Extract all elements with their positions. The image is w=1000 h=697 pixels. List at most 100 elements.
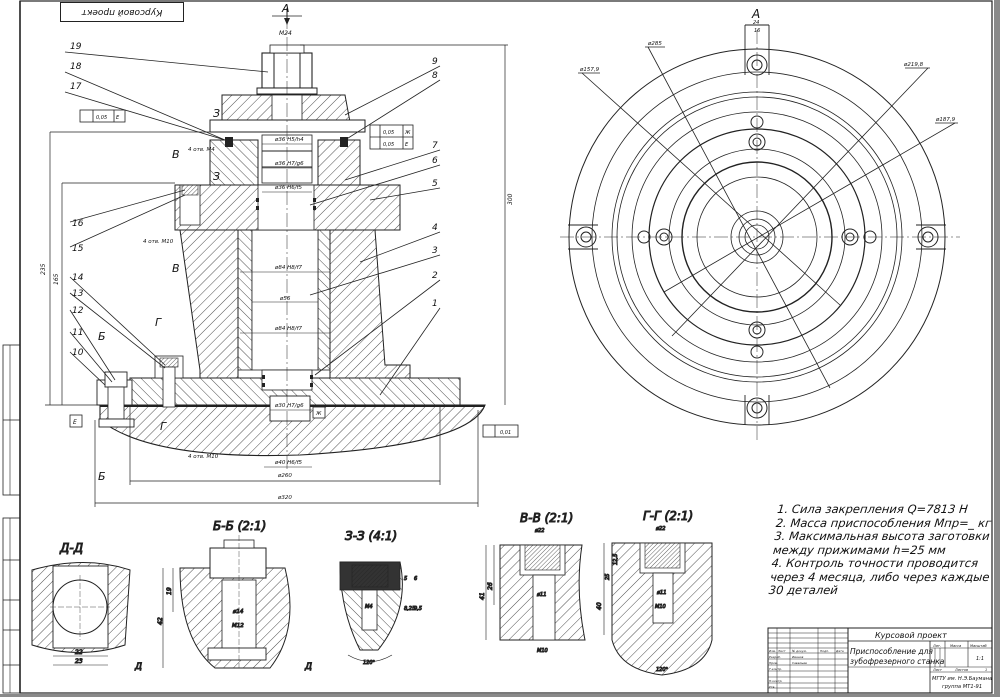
mirrored-stamp: Курсовой проект (60, 2, 184, 22)
top-view-labels: А 24 16 ø157,9 ø285 ø219,8 ø187,9 (579, 7, 956, 123)
svg-text:18: 18 (70, 62, 82, 72)
svg-text:М10: М10 (537, 648, 548, 654)
svg-text:В: В (172, 262, 180, 275)
svg-text:Утв.: Утв. (769, 685, 775, 689)
svg-text:Лист: Лист (777, 649, 786, 653)
svg-text:6: 6 (414, 576, 417, 582)
note-4-cont: через 4 месяца, либо через каждые (769, 569, 991, 584)
svg-text:0,05: 0,05 (383, 142, 394, 148)
svg-text:24: 24 (753, 20, 759, 26)
svg-text:10: 10 (72, 348, 84, 358)
svg-text:5: 5 (432, 179, 438, 189)
svg-text:Лит.: Лит. (932, 644, 941, 648)
svg-text:12,5: 12,5 (613, 554, 619, 565)
svg-text:15: 15 (72, 244, 84, 254)
svg-text:ø36 H7/g6: ø36 H7/g6 (274, 161, 304, 167)
svg-text:17: 17 (70, 82, 82, 92)
top-view-A (560, 24, 960, 440)
svg-text:9,5: 9,5 (414, 606, 422, 612)
svg-text:22: 22 (75, 649, 83, 656)
svg-text:0,05: 0,05 (383, 130, 394, 136)
svg-text:Масса: Масса (950, 644, 961, 648)
section-G-G: Г-Г (2:1) ø22 12,5 25 40 ø11 М10 120° (596, 509, 713, 676)
svg-text:А: А (751, 7, 760, 21)
svg-text:Изм.: Изм. (769, 649, 776, 653)
window-scrollbar[interactable] (994, 0, 1000, 697)
svg-text:Б: Б (98, 470, 106, 483)
svg-text:Приспособление для: Приспособление для (850, 647, 933, 656)
svg-text:4 отв. М4: 4 отв. М4 (188, 147, 215, 153)
svg-text:2: 2 (432, 271, 438, 281)
note-4-end: 30 деталей (768, 583, 839, 597)
svg-text:0,05: 0,05 (96, 115, 107, 121)
svg-text:ø11: ø11 (656, 590, 666, 596)
section-V-V: В-В (2:1) ø22 41 26 ø11 М10 (479, 511, 586, 655)
main-section-view (45, 8, 519, 507)
svg-text:300: 300 (507, 193, 514, 205)
svg-text:Е: Е (405, 142, 409, 148)
svg-text:Савельев: Савельев (792, 661, 807, 665)
svg-text:4: 4 (432, 223, 438, 233)
svg-text:Лист: Лист (932, 668, 943, 672)
svg-text:25: 25 (605, 574, 611, 580)
view-arrow-label: А (281, 2, 290, 15)
note-3-cont: между прижимами h=25 мм (772, 542, 947, 557)
svg-text:13: 13 (72, 289, 84, 299)
bottom-edge (0, 694, 1000, 697)
svg-text:7: 7 (432, 141, 438, 151)
svg-text:Разраб.: Разраб. (769, 655, 781, 659)
note-2: 2. Масса приспособления Mпр=_ кг (775, 515, 992, 530)
main-view-labels: А М24 300 235 165 З З В В Б Б Г Г 4 отв.… (40, 2, 514, 501)
svg-text:23: 23 (75, 658, 83, 665)
svg-text:40: 40 (596, 602, 603, 610)
svg-text:Б: Б (98, 330, 106, 343)
svg-text:5: 5 (404, 576, 407, 582)
section-B-B: Б-Б (2:1) 42 19 ø14 М12 Д Д (134, 519, 313, 673)
svg-text:8: 8 (432, 71, 438, 81)
svg-text:ø219,8: ø219,8 (903, 62, 924, 68)
svg-text:Масштаб: Масштаб (970, 644, 987, 648)
svg-text:ø187,9: ø187,9 (935, 117, 956, 123)
svg-text:№ докум.: № докум. (791, 649, 807, 653)
svg-text:ø22: ø22 (534, 528, 544, 534)
svg-text:Е: Е (116, 115, 120, 121)
svg-text:Д: Д (304, 662, 312, 672)
svg-text:ø36 H6/f5: ø36 H6/f5 (274, 185, 303, 191)
svg-text:В: В (172, 148, 180, 161)
note-1: 1. Сила закрепления Q=7813 Н (776, 502, 969, 516)
svg-text:19: 19 (70, 42, 82, 52)
svg-text:19: 19 (166, 587, 173, 595)
svg-text:14: 14 (72, 273, 84, 283)
svg-text:11: 11 (72, 328, 83, 338)
svg-text:Пров.: Пров. (769, 661, 778, 665)
svg-text:группа МТ1-91: группа МТ1-91 (942, 684, 982, 690)
svg-text:8,25: 8,25 (404, 606, 415, 612)
base-plate (99, 404, 486, 457)
svg-text:зубофрезерного станка: зубофрезерного станка (850, 657, 945, 666)
svg-text:М4: М4 (365, 604, 373, 610)
svg-text:Подп.: Подп. (820, 649, 829, 653)
svg-text:З: З (213, 107, 220, 120)
svg-text:1: 1 (432, 299, 438, 309)
svg-text:З-З (4:1): З-З (4:1) (345, 529, 397, 543)
svg-text:ø157,9: ø157,9 (579, 67, 600, 73)
note-4: 4. Контроль точности проводится (770, 556, 979, 570)
svg-text:Иванов: Иванов (792, 655, 804, 659)
svg-text:В-В (2:1): В-В (2:1) (520, 511, 573, 525)
svg-text:Курсовой проект: Курсовой проект (875, 631, 947, 640)
title-block-text: Курсовой проект Приспособление для зубоф… (769, 631, 992, 690)
svg-text:М24: М24 (279, 30, 292, 37)
svg-text:З: З (213, 170, 220, 183)
svg-text:41: 41 (479, 592, 486, 600)
section-D-D: Д-Д 22 23 (31, 541, 131, 666)
svg-text:16: 16 (72, 219, 84, 229)
svg-text:ø14: ø14 (232, 609, 244, 615)
svg-text:235: 235 (40, 263, 47, 275)
svg-text:Д: Д (134, 662, 142, 672)
svg-text:3: 3 (432, 246, 438, 256)
svg-text:Ж: Ж (404, 130, 411, 136)
svg-text:Дата: Дата (835, 649, 844, 653)
svg-text:ø40 H6/f5: ø40 H6/f5 (274, 460, 303, 466)
